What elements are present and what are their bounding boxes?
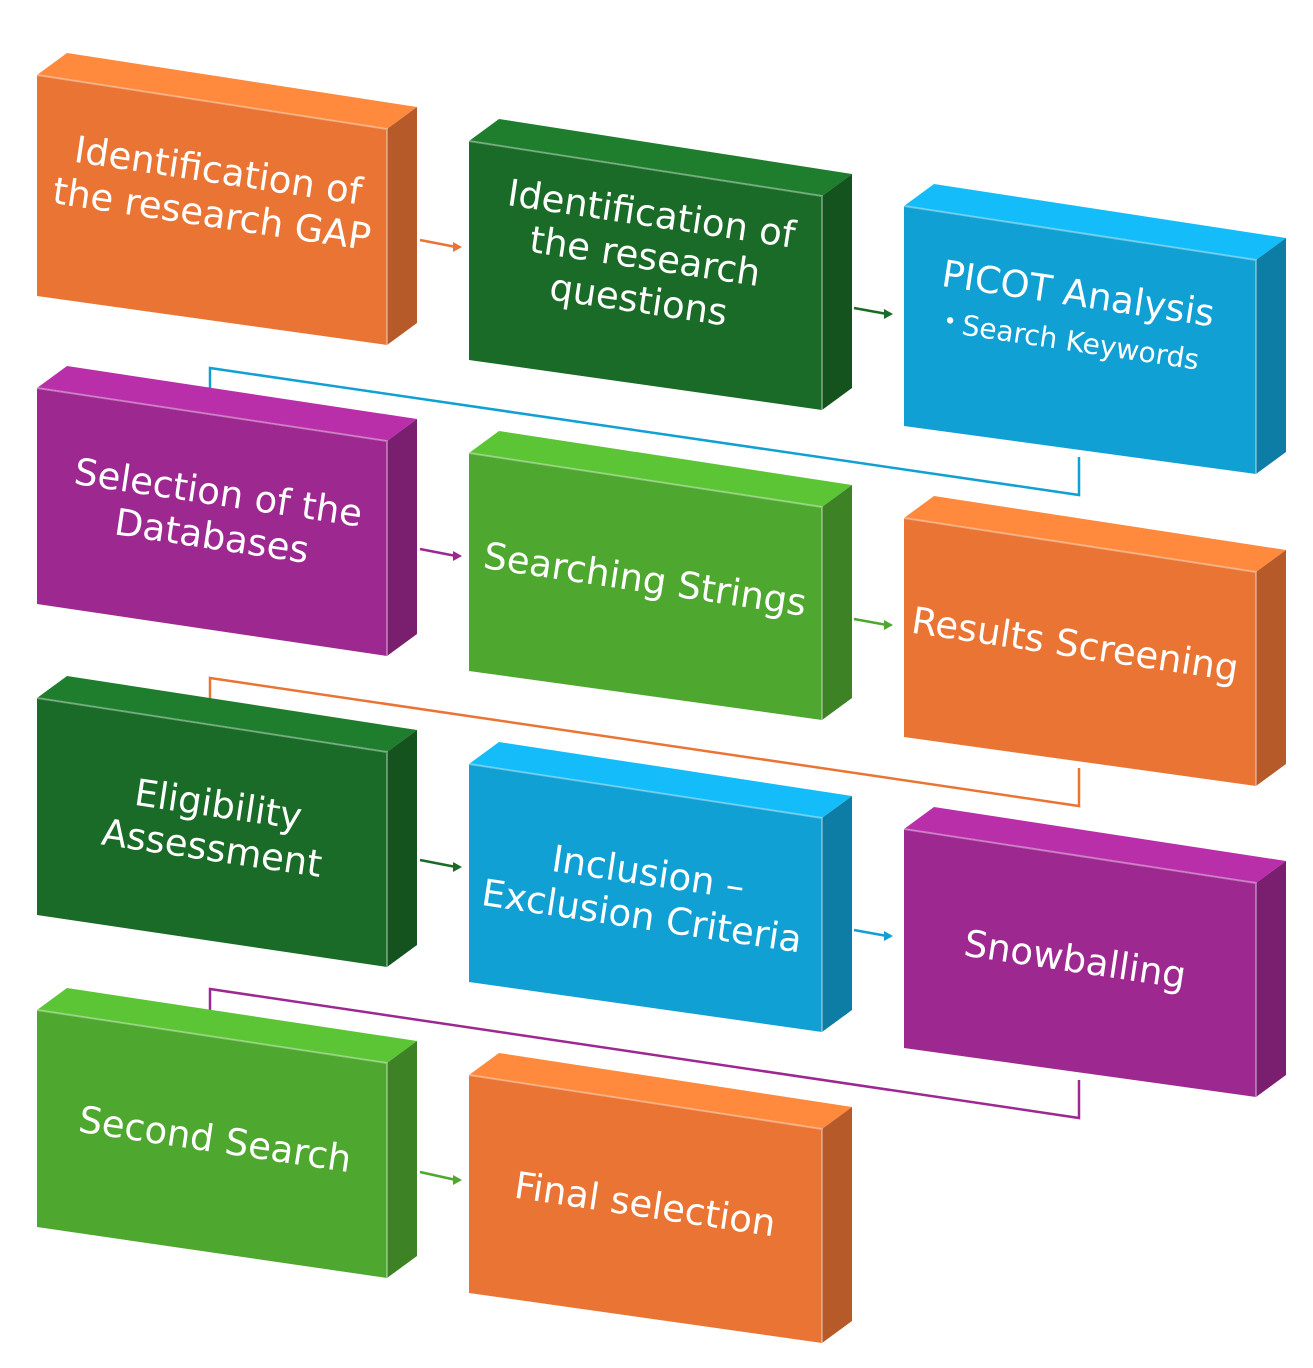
block-front-face [904, 518, 1256, 786]
block-gap [36, 53, 417, 345]
block-top-face [469, 742, 852, 818]
block-edge [36, 697, 388, 967]
block-questions [468, 119, 852, 410]
block-edge [36, 1009, 388, 1278]
block-top-face [904, 807, 1286, 883]
block-top-face [469, 119, 852, 196]
block-side-face [822, 174, 852, 410]
block-side-face [387, 730, 417, 967]
block-inclusion [468, 742, 852, 1032]
block-eligibility [36, 676, 417, 967]
block-front-face [37, 698, 387, 967]
block-edge [903, 828, 1257, 1097]
arrow-4-5 [419, 547, 462, 561]
block-edge [36, 387, 388, 656]
arrow-10-11 [419, 1170, 462, 1185]
arrow-7-8 [419, 858, 462, 872]
block-front-face [904, 206, 1256, 474]
block-snowballing [903, 807, 1286, 1097]
block-side-face [822, 1107, 852, 1343]
block-side-face [387, 1041, 417, 1278]
block-top-face [904, 496, 1286, 572]
blocks [36, 53, 1286, 1343]
connectors [204, 238, 1081, 1185]
block-top-face [37, 988, 417, 1063]
arrow-8-9 [853, 928, 893, 941]
block-front-face [469, 453, 822, 720]
block-side-face [387, 107, 417, 345]
block-top-face [37, 366, 417, 441]
block-edge [468, 140, 823, 410]
block-edge [903, 517, 1257, 786]
arrow-2-3 [853, 306, 893, 319]
block-front-face [904, 829, 1256, 1097]
block-front-face [469, 1075, 822, 1343]
block-top-face [37, 676, 417, 752]
block-strings [468, 431, 852, 720]
arrow-1-2 [419, 238, 462, 252]
block-front-face [37, 75, 387, 345]
block-side-face [822, 796, 852, 1032]
block-front-face [37, 1010, 387, 1278]
block-side-face [1256, 550, 1286, 786]
block-screening [903, 496, 1286, 786]
block-front-face [469, 141, 822, 410]
block-databases [36, 366, 417, 656]
block-edge [468, 763, 823, 1032]
block-side-face [387, 419, 417, 656]
block-side-face [822, 485, 852, 720]
block-edge [468, 452, 823, 720]
block-front-face [469, 764, 822, 1032]
block-top-face [904, 184, 1286, 260]
block-edge [468, 1074, 823, 1343]
block-edge [903, 205, 1257, 474]
block-top-face [469, 431, 852, 507]
block-front-face [37, 388, 387, 656]
block-side-face [1256, 861, 1286, 1097]
block-side-face [1256, 238, 1286, 474]
block-final-selection [468, 1053, 852, 1343]
block-picot [903, 184, 1286, 474]
block-top-face [37, 53, 417, 129]
block-second-search [36, 988, 417, 1278]
block-edge [36, 74, 388, 345]
arrow-5-6 [853, 617, 893, 630]
block-top-face [469, 1053, 852, 1129]
